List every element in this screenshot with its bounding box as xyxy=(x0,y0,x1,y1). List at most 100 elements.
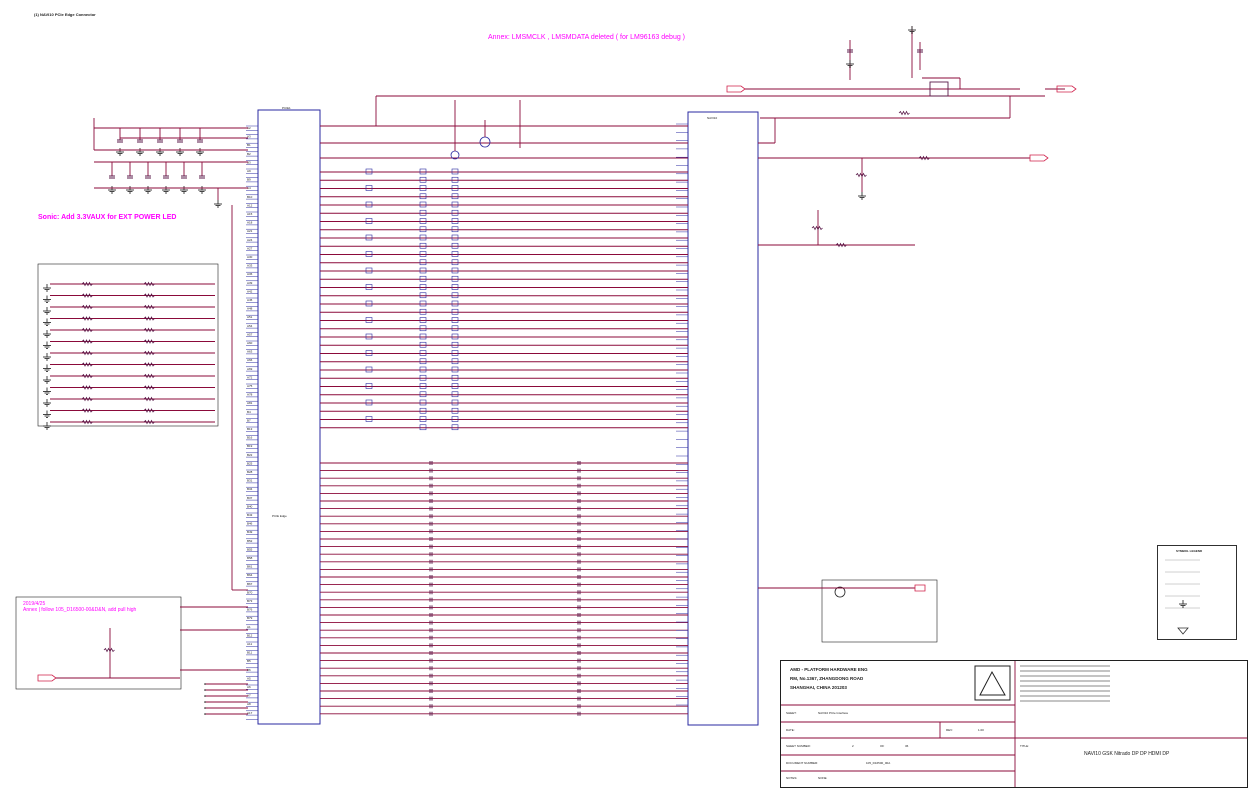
test-point-icon xyxy=(451,300,459,307)
test-point-icon xyxy=(419,284,427,290)
legend-title: SYMBOL LEGEND xyxy=(1176,549,1203,553)
sheet-label: (1) NAVI10 PCIe Edge Connector xyxy=(34,12,96,17)
left-pin-label: A1 xyxy=(247,625,251,629)
test-point-icon xyxy=(419,308,427,315)
left-pin-label: B7 xyxy=(247,418,251,422)
left-pin-label: A24 xyxy=(247,238,253,242)
doc-number: 105_D16500_00A xyxy=(866,761,891,765)
left-pin-label: B40 xyxy=(247,504,253,508)
left-pin-label: A75 xyxy=(247,384,253,388)
left-pin-label: B28 xyxy=(247,470,253,474)
junction-dot xyxy=(204,695,206,697)
test-point-icon xyxy=(365,350,373,356)
resistor-icon xyxy=(143,293,155,298)
test-point-icon xyxy=(451,267,459,274)
resistor-icon xyxy=(835,242,847,248)
notes-label: NOTES: xyxy=(786,776,798,780)
test-point-icon xyxy=(419,275,427,282)
resistor-icon xyxy=(143,327,155,333)
left-pin-label: A7 xyxy=(247,694,251,698)
test-point-icon xyxy=(451,292,459,299)
resistor-icon xyxy=(143,362,155,367)
test-point-icon xyxy=(419,201,427,208)
test-point-icon xyxy=(451,391,459,398)
resistor-icon xyxy=(143,408,155,413)
annotation-pull-note: Annex | follow 105_D16500-00&D&N, add pu… xyxy=(23,607,137,613)
junction-dot xyxy=(204,707,206,709)
notes-value: NONE xyxy=(818,776,827,780)
test-point-icon xyxy=(419,226,427,233)
test-point-icon xyxy=(419,242,427,249)
regulator-ic xyxy=(929,81,949,97)
resistor-icon xyxy=(81,350,93,356)
resistor-icon xyxy=(143,419,155,425)
left-pin-label: B9 xyxy=(247,178,251,182)
left-pin-label: B4 xyxy=(247,410,251,414)
resistor-icon xyxy=(81,373,93,379)
test-point-icon xyxy=(365,185,373,191)
left-pin-label: A3 xyxy=(247,135,251,139)
left-pin-label: B76 xyxy=(247,608,253,612)
left-pin-label: B70 xyxy=(247,590,253,594)
connector-right-body xyxy=(687,111,759,726)
left-pin-label: A11 xyxy=(247,642,252,646)
test-point-icon xyxy=(419,374,427,381)
test-point-icon xyxy=(451,251,459,257)
test-point-icon xyxy=(365,201,373,208)
left-pin-label: B73 xyxy=(247,599,253,603)
resistor-icon xyxy=(81,281,93,287)
test-point-icon xyxy=(451,234,459,241)
sheet-total: 36 xyxy=(905,744,909,748)
sheet-number-label: SHEET NUMBER: xyxy=(786,744,811,748)
test-point-icon xyxy=(451,275,459,282)
left-pin-label: B11 xyxy=(247,651,252,655)
test-point-icon xyxy=(451,341,459,348)
resistor-icon xyxy=(81,293,93,298)
test-point-icon xyxy=(451,333,459,340)
test-point-icon xyxy=(451,366,459,373)
test-circuit-box xyxy=(821,579,938,643)
left-pin-label: B1 xyxy=(247,143,251,147)
resistor-icon xyxy=(143,385,155,390)
test-point-icon xyxy=(451,193,459,200)
offpage-connector-lower-left xyxy=(37,674,57,682)
test-point-icon xyxy=(451,218,459,224)
left-pin-label: B43 xyxy=(247,513,253,517)
junction-dot xyxy=(204,689,206,691)
test-point-icon xyxy=(365,416,373,422)
test-point-icon xyxy=(451,416,459,422)
test-point-icon xyxy=(451,399,459,406)
left-pin-label: A81 xyxy=(247,401,253,405)
left-pin-label: B79 xyxy=(247,616,253,620)
resistor-icon xyxy=(81,362,93,367)
resistor-icon xyxy=(143,281,155,287)
resistor-icon xyxy=(81,385,93,390)
test-point-icon xyxy=(365,284,373,290)
left-pin-label: A36 xyxy=(247,272,253,276)
resistor-icon xyxy=(143,316,155,321)
left-pin-label: A27 xyxy=(247,246,253,250)
left-pin-label: B6 xyxy=(247,668,251,672)
test-point-icon xyxy=(365,267,373,274)
probe-icon xyxy=(834,586,846,598)
left-pin-label: A15 xyxy=(247,212,253,216)
test-point-icon xyxy=(451,226,459,233)
test-point-icon xyxy=(365,168,373,175)
test-point-icon xyxy=(451,424,459,431)
test-point-icon xyxy=(451,242,459,249)
test-point-icon xyxy=(451,308,459,315)
test-point-icon xyxy=(451,325,459,332)
junction-dot xyxy=(204,713,206,715)
left-pin-label: B3 xyxy=(247,160,251,164)
resistor-icon xyxy=(143,350,155,356)
left-pin-label: A42 xyxy=(247,289,253,293)
resistor-array-box xyxy=(37,263,219,427)
junction-dot xyxy=(204,701,206,703)
test-point-icon xyxy=(419,168,427,175)
test-point-icon xyxy=(365,317,373,323)
resistor-icon xyxy=(143,373,155,379)
test-point-icon xyxy=(419,399,427,406)
left-pin-label: B58 xyxy=(247,556,253,560)
company-line-3: SHANGHAI, CHINA 201203 xyxy=(790,685,847,690)
test-point-icon xyxy=(419,176,427,183)
